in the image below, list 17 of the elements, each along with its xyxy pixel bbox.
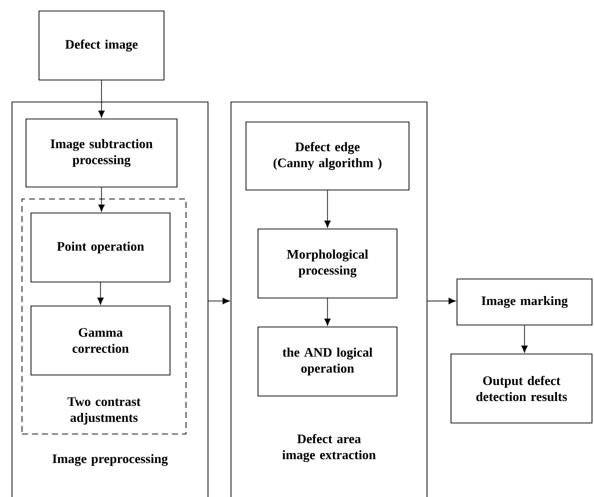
process-box: Output defect detection results [450,354,592,424]
process-box: the AND logical operation [258,326,398,396]
process-box: Defect edge (Canny algorithm ) [246,122,410,190]
arrow [98,187,105,212]
arrow [98,80,105,118]
process-box: Gamma correction [30,306,170,376]
arrow [521,325,528,353]
process-box: Morphological processing [258,228,398,298]
arrow [97,282,104,305]
process-box: Point operation [30,212,170,282]
process-box: Defect image [38,10,164,80]
arrow [208,298,230,304]
process-box: Image subtraction processing [26,118,178,188]
arrow [324,190,331,228]
arrow [427,298,456,304]
arrow [324,298,331,326]
process-box: Image marking [456,278,592,326]
